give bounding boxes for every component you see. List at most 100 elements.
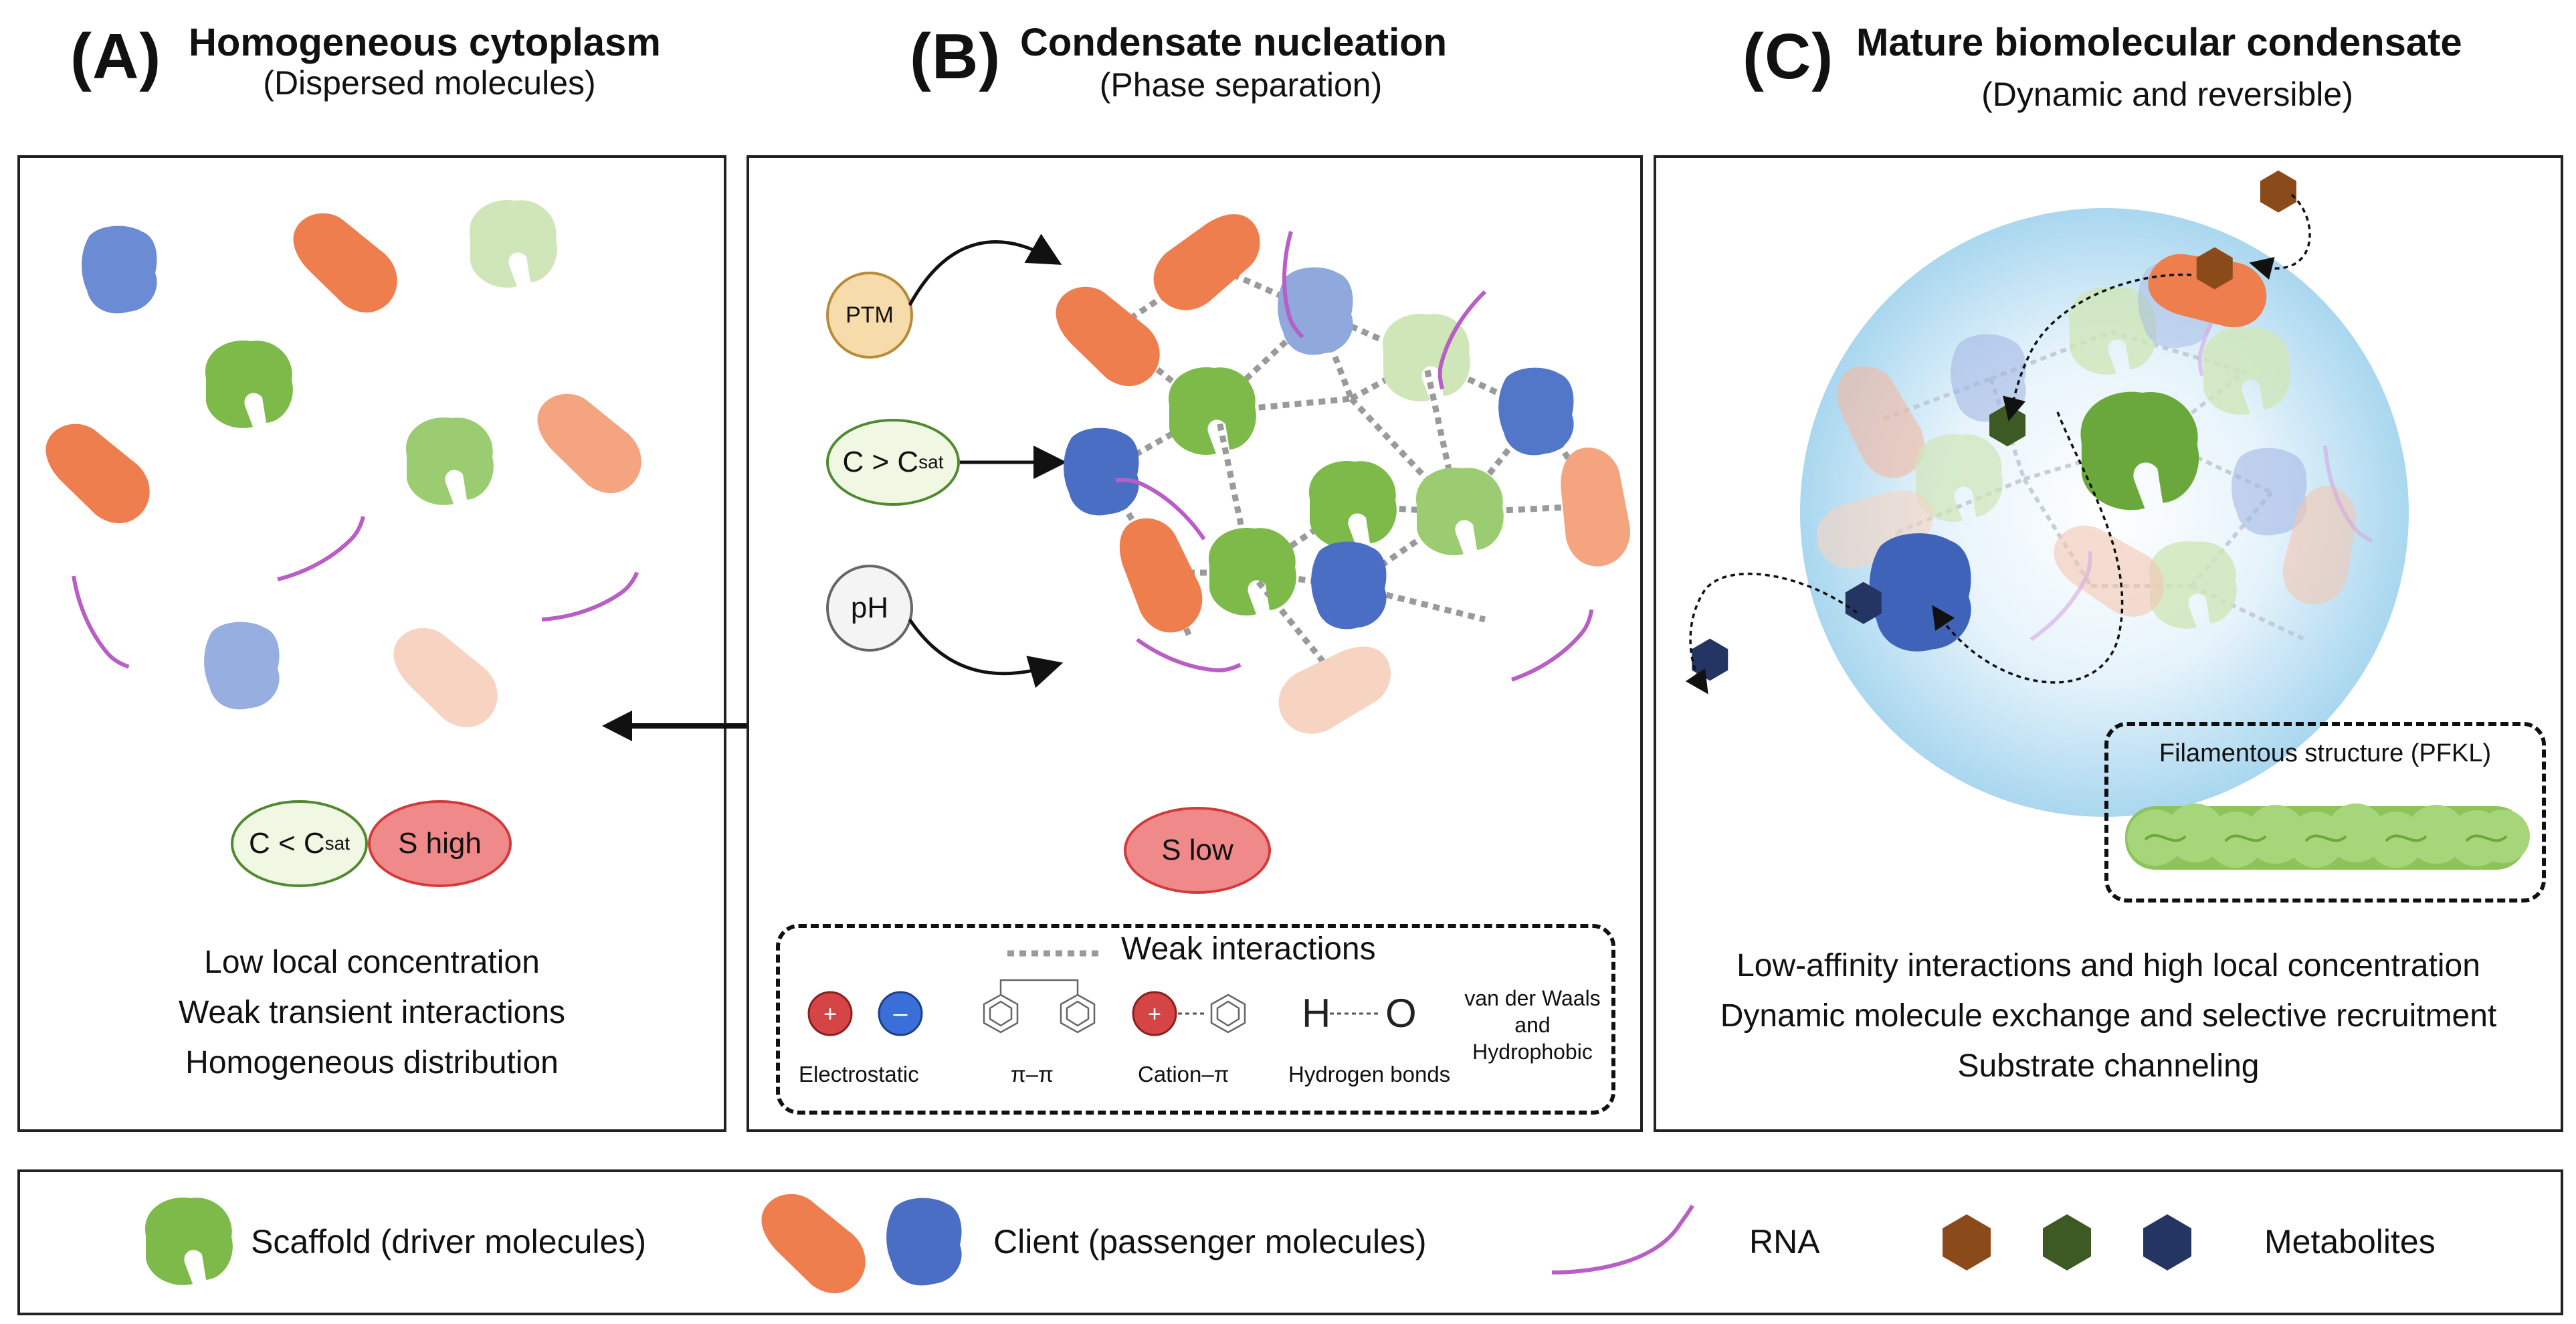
legend-metabolite-green-icon: [2043, 1214, 2091, 1270]
arrow-ptm: [908, 233, 1062, 306]
legend-glyphs: [144, 1172, 2191, 1313]
positive-charge-icon: [807, 991, 853, 1036]
description-line: Low-affinity interactions and high local…: [1737, 948, 2480, 983]
hydrogen-glyph: H: [1302, 991, 1330, 1036]
scaffold-molecule: [405, 417, 494, 505]
description-line: Dynamic molecule exchange and selective …: [1720, 998, 2497, 1034]
client-orange-molecule: [35, 402, 162, 543]
scaffold-molecule: [1415, 468, 1504, 555]
cond-left-text: C < C: [248, 827, 325, 860]
client-orange-molecule: [1117, 514, 1205, 637]
weak-interactions-box: + – + H O Weak interactions: [776, 924, 1615, 1115]
panel-c-condensate: [1685, 170, 2409, 817]
description-line: Substrate channeling: [1957, 1048, 2260, 1084]
cond-left-sub: sat: [324, 833, 351, 854]
legend-box: Scaffold (driver molecules) Client (pass…: [17, 1169, 2563, 1315]
s-low-text: S low: [1161, 834, 1233, 866]
client-blue-molecule-core: [1869, 533, 1971, 652]
client-orange-molecule-faded: [1271, 642, 1399, 739]
panel-c: Filamentous structure (PFKL) Low-affinit…: [1654, 155, 2563, 1132]
panel-a-letter: (A): [70, 21, 162, 92]
client-orange-molecule: [283, 191, 409, 332]
client-orange-molecule-faded: [383, 606, 510, 747]
legend-metabolite-brown-icon: [1943, 1214, 1991, 1270]
description-line: Low local concentration: [204, 945, 540, 980]
trigger-ph-text: pH: [850, 591, 889, 624]
client-blue-molecule: [1498, 367, 1574, 456]
condition-s-high: S high: [368, 800, 512, 887]
filament-subunits: [2127, 803, 2530, 868]
client-orange-molecule: [1046, 265, 1172, 405]
trigger-c-sub: sat: [918, 452, 944, 472]
plus-sign: +: [1148, 1002, 1161, 1027]
trigger-ptm: PTM: [826, 272, 913, 359]
panel-b-title: Condensate nucleation: [1020, 21, 1448, 64]
client-orange-molecule-faded: [527, 372, 654, 512]
legend-scaffold-label: Scaffold (driver molecules): [251, 1223, 646, 1260]
trigger-c-text: C > C: [842, 446, 919, 478]
hydrogen-bonds-label: Hydrogen bonds: [1288, 1062, 1451, 1086]
panel-a-title: Homogeneous cytoplasm: [189, 21, 661, 64]
oxygen-glyph: O: [1385, 991, 1417, 1036]
minus-sign: –: [893, 1000, 908, 1028]
legend-client-orange-icon: [751, 1172, 878, 1313]
legend-metabolite-navy-icon: [2143, 1214, 2191, 1270]
panel-c-letter: (C): [1743, 21, 1834, 92]
client-blue-molecule: [1311, 541, 1387, 630]
legend-rna-icon: [1551, 1204, 1694, 1274]
rna-strand: [66, 576, 136, 667]
substrate-channeling-paths: [1685, 193, 2311, 694]
van-der-waals-label: van der Waals and Hydrophobic: [1464, 986, 1601, 1064]
trigger-ptm-text: PTM: [846, 302, 894, 328]
panel-b-subtitle: (Phase separation): [1099, 66, 1383, 104]
client-blue-molecule: [1064, 428, 1139, 516]
filament-box: Filamentous structure (PFKL): [2104, 722, 2546, 903]
trigger-ph: pH: [826, 565, 913, 652]
legend-metabolites-label: Metabolites: [2264, 1223, 2436, 1260]
cation-pi-label: Cation–π: [1138, 1062, 1229, 1086]
scaffold-molecule: [205, 341, 293, 428]
weak-interactions-glyphs: + – + H O: [807, 950, 1417, 1036]
negative-charge-icon: [878, 991, 923, 1036]
client-blue-molecule: [82, 225, 157, 314]
filament-label: Filamentous structure (PFKL): [2159, 739, 2492, 767]
scaffold-molecule: [1308, 461, 1397, 549]
metabolite-brown-icon: [2260, 170, 2296, 213]
plus-sign: +: [823, 1002, 837, 1027]
panel-b-condensate: [908, 206, 1640, 739]
panel-b-letter: (B): [910, 21, 1001, 92]
legend-client-label: Client (passenger molecules): [993, 1223, 1427, 1260]
panel-a-subtitle: (Dispersed molecules): [263, 64, 596, 102]
legend-rna-label: RNA: [1749, 1223, 1820, 1260]
arrow-ph: [908, 618, 1064, 688]
condition-s-low: S low: [1124, 807, 1271, 894]
panel-c-description: Low-affinity interactions and high local…: [1656, 941, 2561, 1091]
pi-pi-label: π–π: [1011, 1062, 1054, 1086]
benzene-icon: [1210, 994, 1246, 1034]
description-line: Homogeneous distribution: [185, 1045, 559, 1080]
legend-client-blue-icon: [886, 1198, 962, 1286]
rna-strand: [1506, 609, 1597, 680]
cation-icon: [1132, 991, 1177, 1036]
client-orange-molecule: [1139, 206, 1276, 320]
description-line: Weak transient interactions: [178, 995, 566, 1030]
cond-right-text: S high: [398, 827, 482, 860]
panel-c-title: Mature biomolecular condensate: [1856, 21, 2462, 64]
rna-strand: [278, 516, 363, 579]
pi-pi-icon: [983, 979, 1096, 1034]
scaffold-molecule: [1208, 528, 1296, 616]
client-blue-molecule-faded: [204, 622, 280, 710]
electrostatic-label: Electrostatic: [799, 1062, 919, 1086]
filament-structure: [2125, 803, 2530, 870]
scaffold-molecule-faded: [469, 200, 557, 288]
weak-interactions-label: Weak interactions: [1121, 931, 1376, 967]
legend-scaffold-icon: [144, 1198, 233, 1285]
rna-strand: [542, 557, 637, 634]
panel-a-description: Low local concentration Weak transient i…: [20, 937, 724, 1088]
scaffold-molecule: [1168, 367, 1256, 455]
panel-c-subtitle: (Dynamic and reversible): [1981, 76, 2353, 113]
